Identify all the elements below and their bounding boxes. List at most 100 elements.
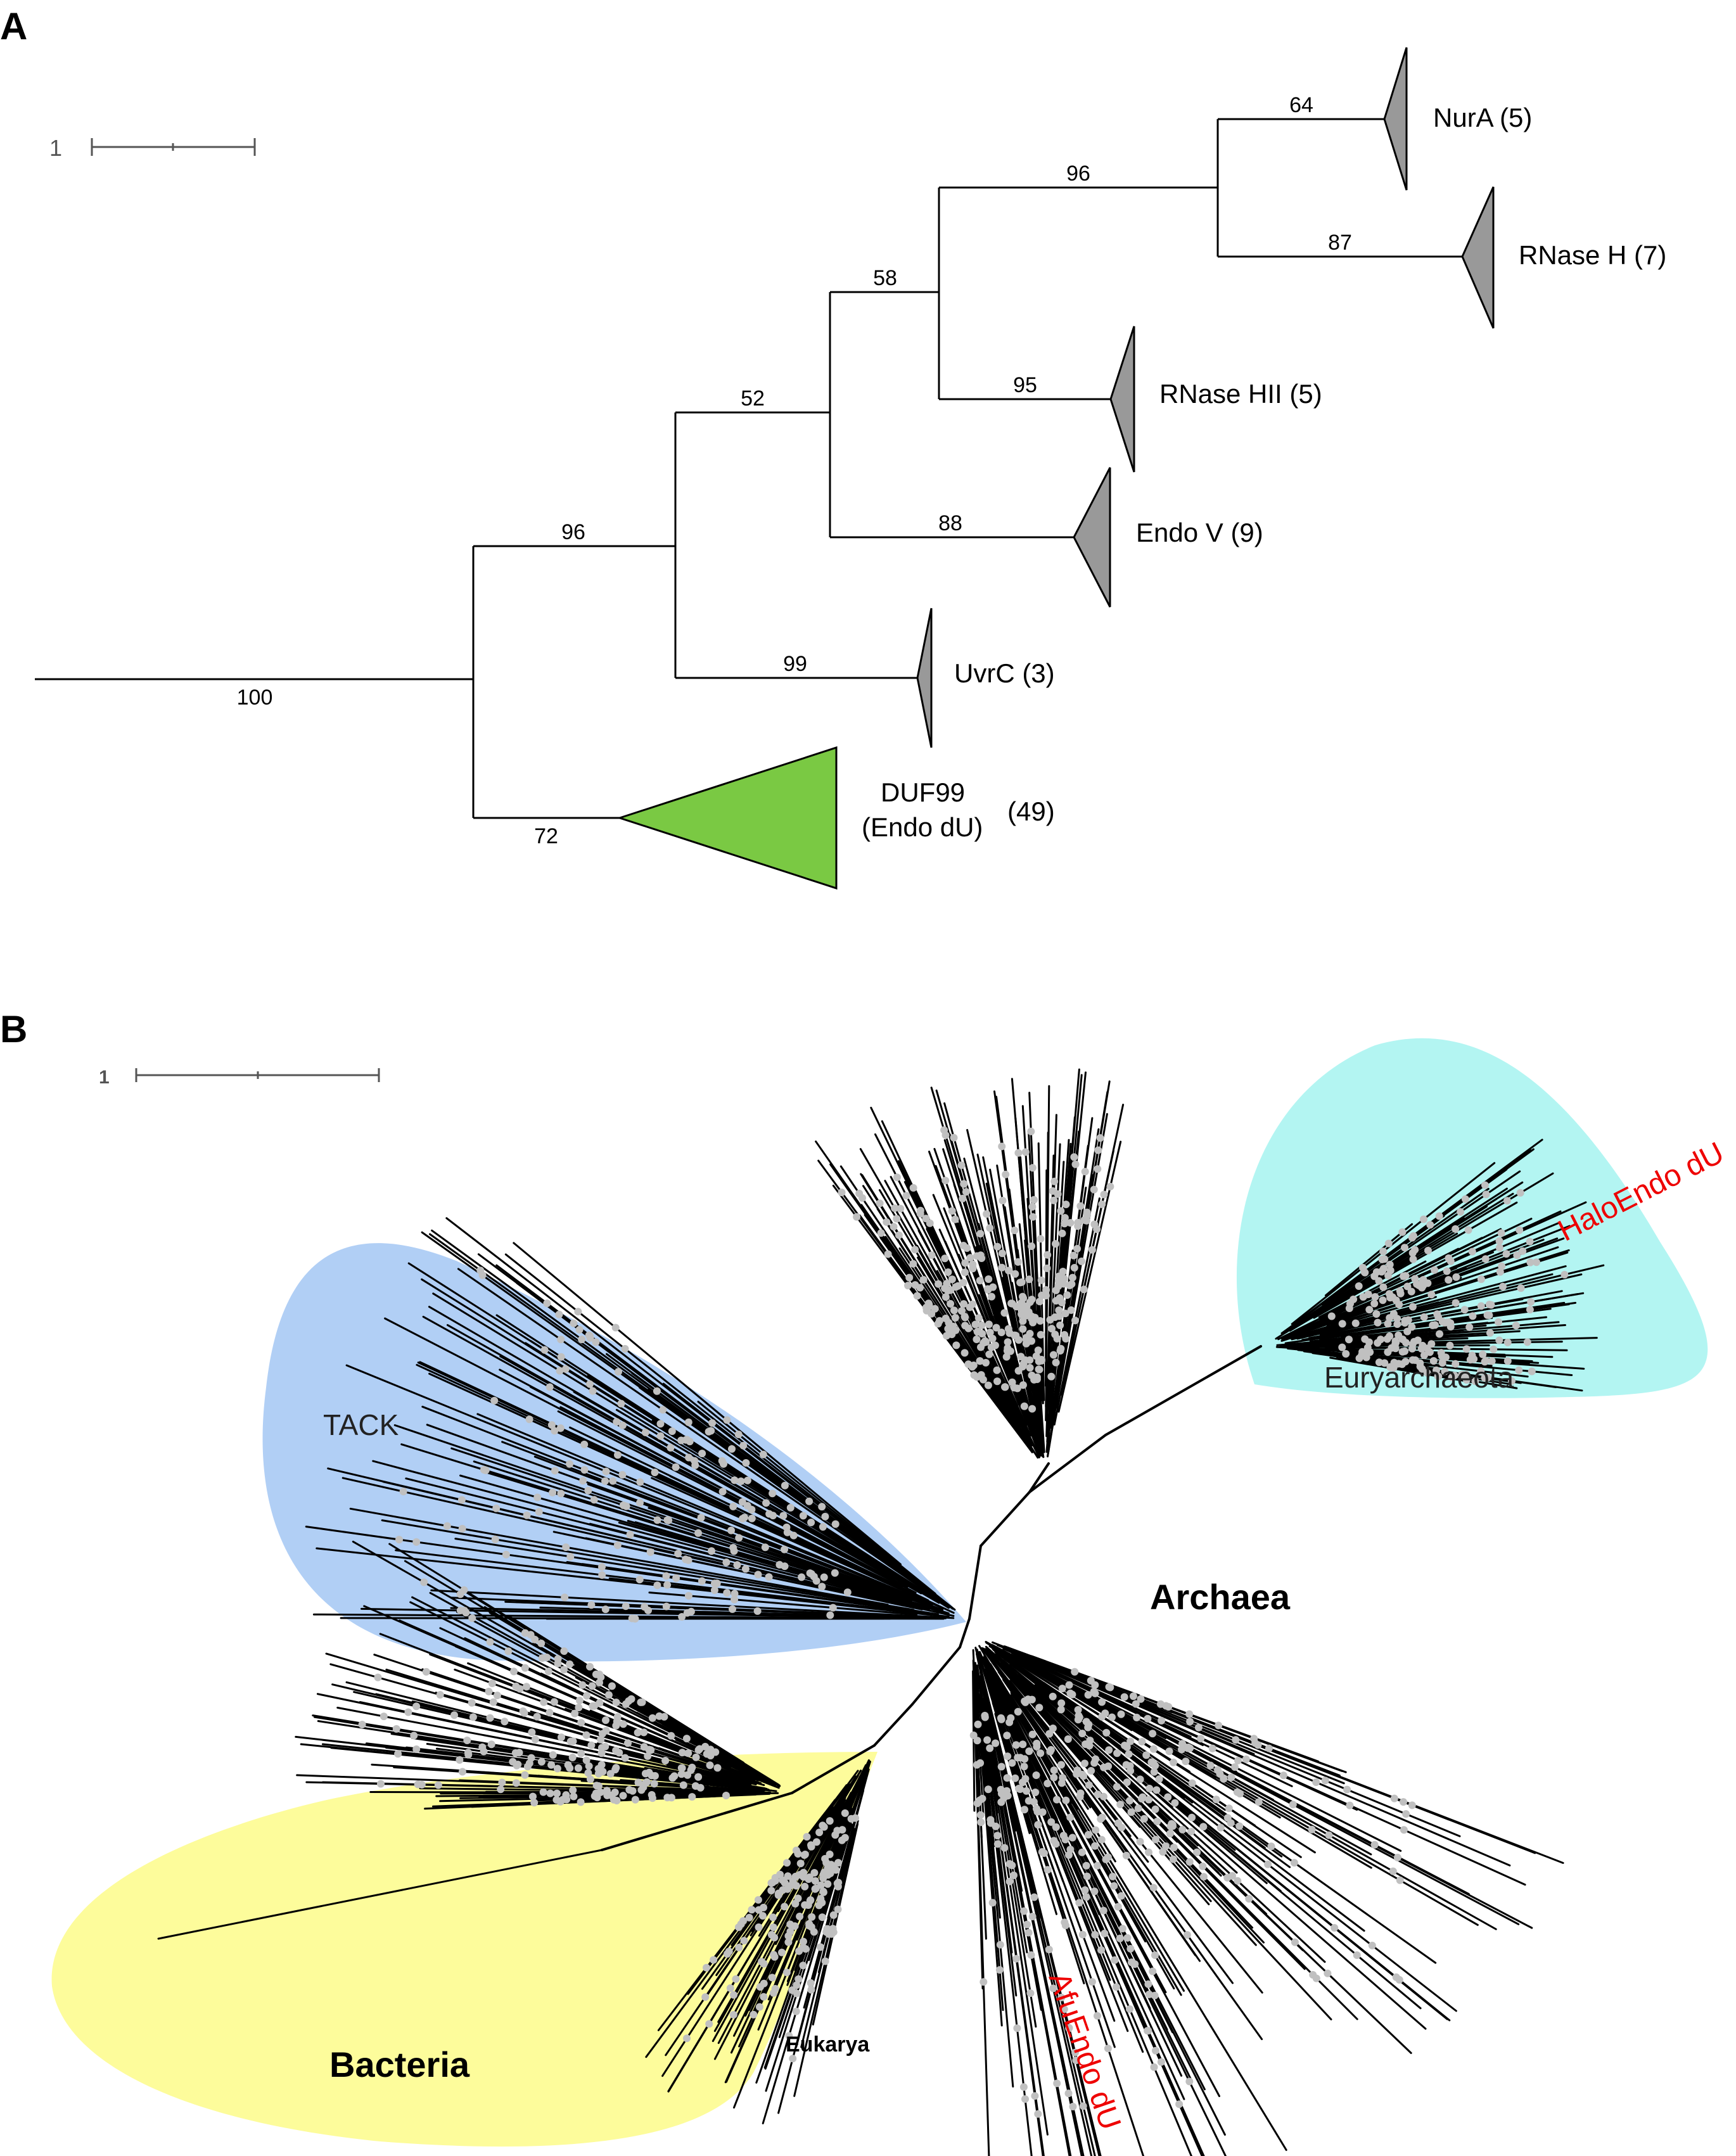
support-dot (997, 1763, 1005, 1771)
support-dot (807, 1570, 815, 1578)
support-dot (443, 1522, 451, 1530)
support-dot (1078, 1257, 1085, 1265)
support-dot (739, 1441, 748, 1450)
support-dot (771, 1877, 779, 1885)
support-dot (1125, 1750, 1133, 1758)
support-dot (377, 1780, 385, 1788)
support-dot (1150, 1768, 1158, 1776)
support-dot (1045, 1946, 1053, 1954)
support-dot (1057, 1207, 1065, 1215)
panel-a-bootstrap-values: 100 72 96 99 52 88 58 95 96 64 87 (237, 93, 1352, 848)
support-dot (1345, 1304, 1353, 1312)
support-dot (796, 1912, 804, 1920)
support-dot (569, 1737, 577, 1745)
support-dot (1028, 1913, 1037, 1920)
support-dot (1004, 1338, 1012, 1346)
support-dot (486, 1638, 494, 1646)
leaf-branch (372, 1460, 931, 1610)
support-dot (1034, 1346, 1042, 1355)
support-dot (977, 1818, 985, 1827)
leaf-branch (1016, 1654, 1293, 1787)
support-dot (964, 1360, 973, 1368)
support-dot (653, 1387, 661, 1395)
support-dot (1043, 1264, 1051, 1272)
support-dot (768, 1974, 776, 1982)
support-dot (1386, 1314, 1394, 1322)
support-dot (544, 1668, 552, 1675)
support-dot (1020, 1907, 1028, 1915)
support-dot (645, 1745, 653, 1754)
support-dot (1010, 1872, 1018, 1879)
support-dot (564, 1761, 572, 1769)
support-dot (789, 2055, 797, 2063)
support-dot (1123, 1934, 1132, 1942)
support-dot (468, 1699, 476, 1707)
leaf-branch (428, 1372, 889, 1585)
support-dot (1144, 1714, 1152, 1723)
support-dot (1523, 1338, 1531, 1346)
support-dot (414, 1780, 422, 1789)
leaf-branch (1324, 1223, 1414, 1297)
support-dot (1005, 1877, 1014, 1885)
leaf-branch (1319, 1218, 1533, 1321)
support-dot (974, 1314, 983, 1322)
support-dot (1031, 2092, 1039, 2100)
support-dot (554, 1655, 562, 1663)
clade-label-duf99-count: (49) (1007, 796, 1055, 826)
clade-uvrc-triangle (916, 608, 933, 748)
support-dot (1030, 1893, 1038, 1901)
support-dot (540, 1346, 549, 1354)
support-dot (1054, 1277, 1063, 1285)
leaf-branch (982, 1659, 1193, 2156)
support-dot (1324, 1969, 1332, 1977)
support-dot (1152, 1835, 1160, 1844)
support-dot (697, 1514, 705, 1522)
support-dot (412, 1538, 421, 1546)
support-dot (1146, 1785, 1154, 1792)
support-dot (821, 1512, 829, 1521)
support-dot (1106, 1182, 1114, 1190)
support-dot (981, 1358, 990, 1367)
support-dot (1144, 2027, 1152, 2035)
support-dot (1462, 1376, 1471, 1384)
support-dot (1108, 1713, 1116, 1721)
support-dot (640, 1728, 648, 1737)
support-dot (580, 1466, 589, 1474)
leaf-branch (1344, 1358, 1518, 1389)
support-dot (556, 1367, 564, 1375)
support-dot (760, 1993, 768, 2001)
support-dot (422, 1668, 430, 1676)
support-dot (560, 1647, 568, 1655)
support-dot (1120, 1693, 1128, 1701)
leaf-branch (712, 1802, 846, 2043)
support-dot (1079, 2102, 1087, 2110)
support-dot (1136, 1775, 1144, 1783)
support-dot (983, 1210, 991, 1218)
support-dot (978, 1321, 986, 1329)
support-dot (754, 1571, 762, 1579)
support-dot (976, 1357, 984, 1365)
support-dot (677, 1764, 686, 1772)
support-dot (950, 1133, 958, 1142)
support-dot (636, 1478, 644, 1486)
support-dot (672, 1574, 680, 1582)
support-dot (1185, 1710, 1194, 1718)
support-dot (1289, 1801, 1297, 1809)
label-tack: TACK (323, 1408, 399, 1441)
support-dot (547, 1761, 556, 1769)
support-dot (992, 1739, 1000, 1747)
support-dot (1021, 1697, 1029, 1706)
support-dot (527, 1631, 535, 1639)
support-dot (781, 1903, 789, 1911)
support-dot (1075, 1899, 1083, 1907)
support-dot (1408, 1340, 1417, 1348)
support-dot (986, 1329, 994, 1337)
support-dot (1025, 1275, 1033, 1284)
support-dot (799, 1961, 807, 1970)
leaf-branch (978, 1718, 1004, 2012)
support-dot (549, 1751, 557, 1759)
leaf-branch (1014, 1655, 1402, 1852)
support-dot (807, 1841, 815, 1849)
support-dot (561, 1593, 569, 1602)
support-dot (810, 1869, 819, 1877)
